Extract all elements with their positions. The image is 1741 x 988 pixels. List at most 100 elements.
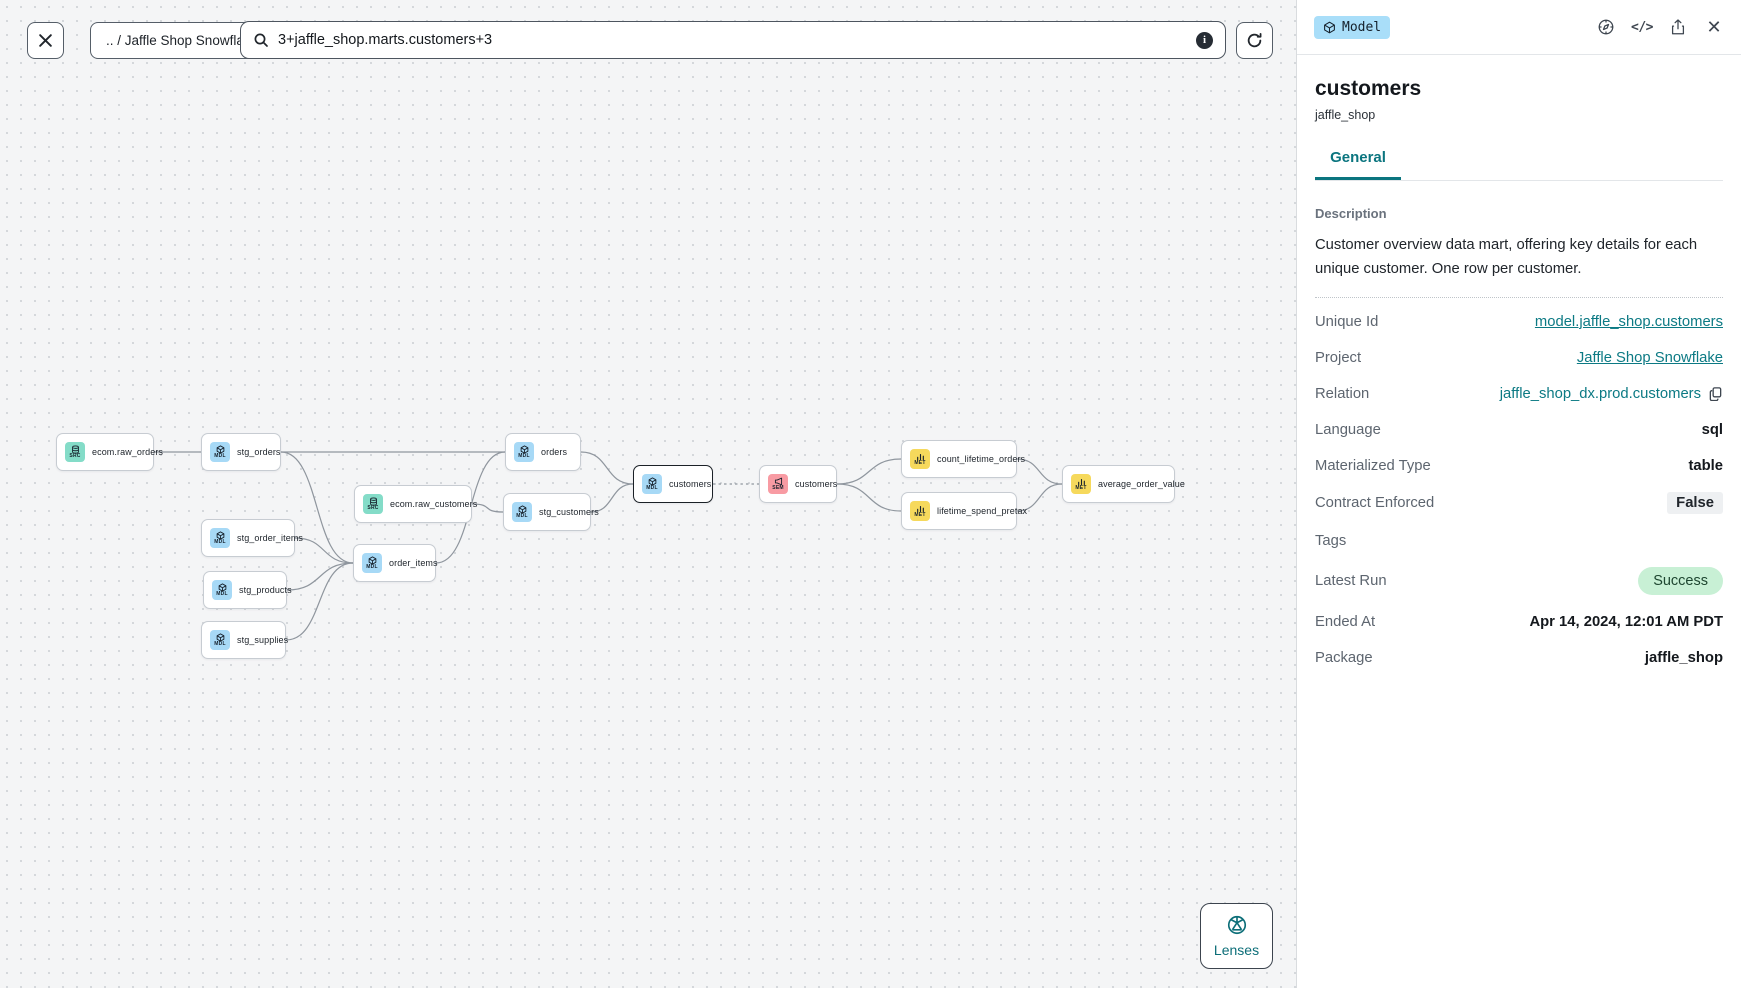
edge-stg_customers-to-customers_model [590, 483, 634, 513]
search-input[interactable] [278, 32, 1187, 48]
cube-icon: MDL [642, 474, 662, 494]
field-label: Latest Run [1315, 573, 1387, 590]
graph-node-lifetime_spend_pretax[interactable]: MET lifetime_spend_pretax [901, 492, 1027, 530]
panel-actions: </> ✕ [1596, 17, 1724, 37]
field-label: Unique Id [1315, 313, 1379, 330]
edge-customers_sem-to-lifetime_spend_pretax [836, 483, 902, 512]
package-value: jaffle_shop [1644, 649, 1723, 666]
edge-layer [154, 451, 1063, 641]
code-icon[interactable]: </> [1631, 19, 1653, 35]
field-row-ended-at: Ended At Apr 14, 2024, 12:01 AM PDT [1315, 604, 1723, 640]
graph-node-stg_products[interactable]: MDL stg_products [203, 571, 292, 609]
copy-icon[interactable] [1708, 386, 1723, 402]
cube-icon: MDL [514, 442, 534, 462]
relation-value: jaffle_shop_dx.prod.customers [1499, 385, 1701, 402]
field-label: Language [1315, 421, 1381, 438]
cube-icon: MDL [210, 528, 230, 548]
tab-general[interactable]: General [1315, 149, 1401, 180]
edge-stg_orders-to-order_items [280, 451, 354, 564]
node-label: ecom.raw_orders [92, 447, 164, 457]
cube-icon [1324, 21, 1335, 33]
node-label: order_items [389, 558, 438, 568]
field-row-contract-enforced: Contract Enforced False [1315, 484, 1723, 523]
database-icon: SRC [363, 494, 383, 514]
node-label: lifetime_spend_pretax [937, 506, 1028, 516]
cube-icon: MDL [212, 580, 232, 600]
edge-ecom_raw_customers-to-stg_customers [471, 503, 504, 513]
description-label: Description [1315, 206, 1387, 221]
node-label: average_order_value [1098, 479, 1185, 489]
close-lineage-button[interactable] [27, 22, 64, 59]
field-label: Ended At [1315, 613, 1376, 630]
project-link[interactable]: Jaffle Shop Snowflake [1576, 349, 1723, 366]
field-label: Contract Enforced [1315, 495, 1435, 512]
field-row-unique-id: Unique Id model.jaffle_shop.customers [1315, 304, 1723, 340]
node-label: orders [541, 447, 568, 457]
info-icon[interactable]: i [1196, 31, 1213, 49]
graph-node-orders[interactable]: MDL orders [505, 433, 581, 471]
field-label: Tags [1315, 532, 1347, 549]
node-label: count_lifetime_orders [937, 454, 1026, 464]
chart-icon: MET [910, 449, 930, 469]
model-type-badge: Model [1314, 15, 1391, 39]
share-icon[interactable] [1668, 17, 1688, 37]
field-label: Package [1315, 649, 1373, 666]
description-text: Customer overview data mart, offering ke… [1315, 237, 1698, 277]
node-label: stg_order_items [237, 533, 304, 543]
lineage-search-bar: i [240, 21, 1226, 59]
details-panel: Model </> ✕ customers jaffle_shop Genera… [1297, 0, 1741, 988]
refresh-button[interactable] [1236, 22, 1273, 59]
lenses-button[interactable]: Lenses [1200, 903, 1273, 969]
megaphone-icon: SEM [768, 474, 788, 494]
refresh-icon [1247, 33, 1262, 48]
chart-icon: MET [910, 501, 930, 521]
edge-stg_products-to-order_items [286, 562, 354, 591]
panel-header: Model </> ✕ [1297, 0, 1741, 55]
node-label: stg_supplies [237, 635, 289, 645]
edge-stg_supplies-to-order_items [285, 562, 354, 641]
graph-node-count_lifetime_orders[interactable]: MET count_lifetime_orders [901, 440, 1025, 478]
graph-node-order_items[interactable]: MDL order_items [353, 544, 438, 582]
edge-stg_order_items-to-order_items [294, 537, 354, 564]
graph-node-average_order_value[interactable]: MET average_order_value [1062, 465, 1185, 503]
chart-icon: MET [1071, 474, 1091, 494]
database-icon: SRC [65, 442, 85, 462]
graph-node-ecom_raw_orders[interactable]: SRC ecom.raw_orders [56, 433, 163, 471]
field-row-latest-run: Latest Run Success [1315, 559, 1723, 604]
node-label: stg_customers [539, 507, 599, 517]
lenses-label: Lenses [1213, 942, 1260, 958]
contract-enforced-badge: False [1667, 492, 1723, 515]
edge-orders-to-customers_model [580, 451, 634, 485]
field-label: Project [1315, 349, 1362, 366]
node-label: customers [669, 479, 712, 489]
graph-node-stg_order_items[interactable]: MDL stg_order_items [201, 519, 303, 557]
unique-id-link[interactable]: model.jaffle_shop.customers [1534, 313, 1723, 330]
field-label: Relation [1315, 385, 1370, 402]
status-badge: Success [1638, 567, 1723, 596]
field-row-relation: Relation jaffle_shop_dx.prod.customers [1315, 376, 1723, 412]
panel-close-icon[interactable]: ✕ [1706, 16, 1722, 37]
edge-lifetime_spend_pretax-to-average_order_value [1016, 483, 1063, 512]
node-label: stg_products [239, 585, 292, 595]
cube-icon: MDL [362, 553, 382, 573]
field-row-project: Project Jaffle Shop Snowflake [1315, 340, 1723, 376]
page-title: customers [1315, 77, 1422, 100]
cube-icon: MDL [512, 502, 532, 522]
ended-at-value: Apr 14, 2024, 12:01 AM PDT [1529, 613, 1723, 630]
field-row-package: Package jaffle_shop [1315, 640, 1723, 676]
graph-node-stg_customers[interactable]: MDL stg_customers [503, 493, 599, 531]
search-icon [254, 33, 268, 47]
explore-icon[interactable] [1596, 17, 1616, 37]
materialized-type-value: table [1688, 457, 1723, 474]
panel-tabs: General [1315, 149, 1723, 181]
graph-node-customers_model[interactable]: MDL customers [633, 465, 713, 503]
edge-customers_sem-to-count_lifetime_orders [836, 458, 902, 485]
language-value: sql [1701, 421, 1723, 438]
